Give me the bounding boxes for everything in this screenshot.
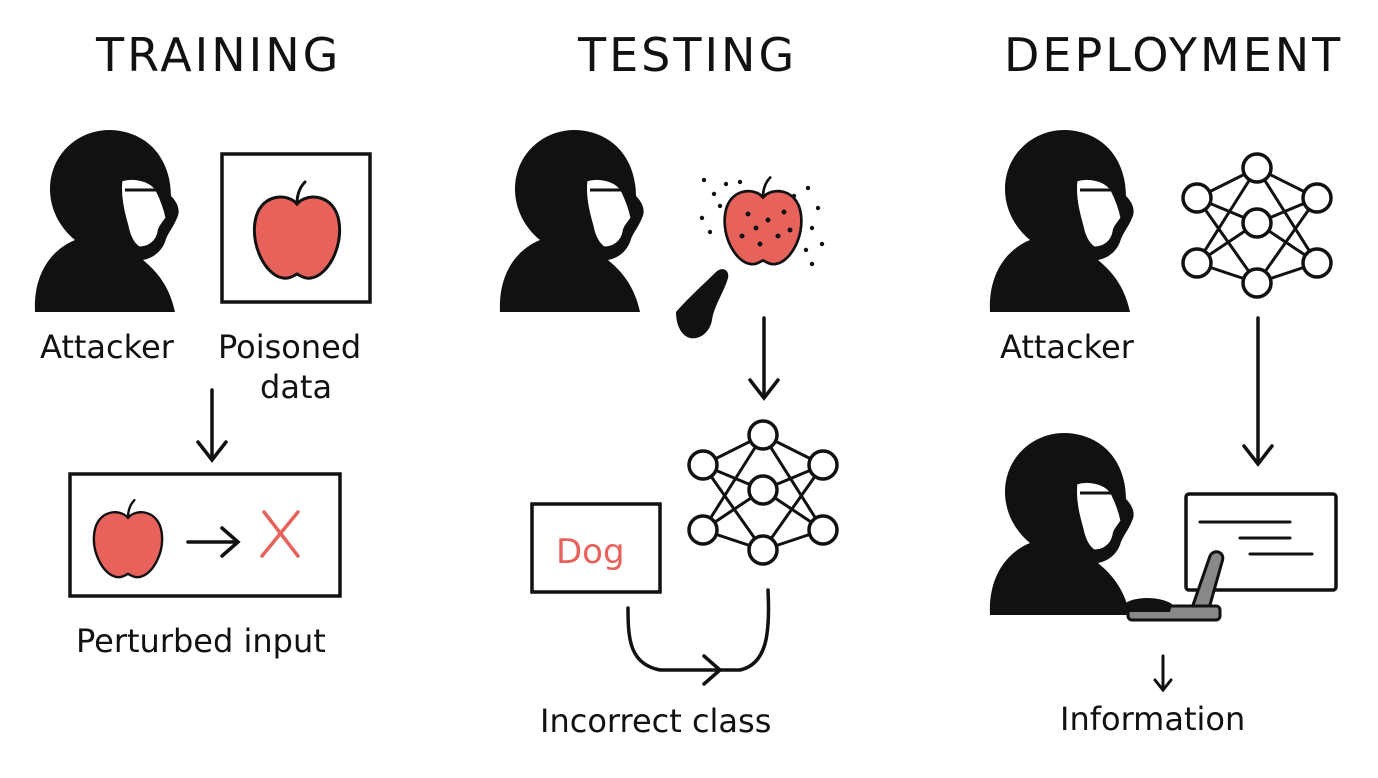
- testing-attacker-figure: [498, 128, 646, 314]
- noisy-apple-icon: [699, 176, 825, 267]
- testing-attacker-hand: [676, 269, 729, 339]
- deployment-down-arrow: [1242, 316, 1274, 467]
- heading-testing: TESTING: [578, 28, 798, 82]
- deployment-attacker-figure: [988, 128, 1136, 314]
- dog-output-box: [530, 502, 662, 594]
- poisoned-label-line1: Poisoned: [218, 328, 362, 366]
- stolen-document-panel: [1184, 492, 1338, 592]
- information-down-arrow: [1153, 654, 1173, 693]
- training-down-arrow: [196, 388, 228, 463]
- incorrect-class-label: Incorrect class: [540, 702, 772, 740]
- training-attacker-label: Attacker: [40, 328, 174, 366]
- deployment-neural-network-icon: [1181, 152, 1333, 299]
- training-poisoned-data-box: [220, 152, 372, 304]
- testing-neural-network-icon: [687, 419, 839, 566]
- testing-curved-arrow: [626, 588, 771, 686]
- heading-deployment: DEPLOYMENT: [1004, 28, 1344, 82]
- hacker-at-laptop-figure: [988, 431, 1338, 622]
- poisoned-label-line2: data: [260, 368, 333, 406]
- testing-down-arrow: [748, 316, 780, 401]
- information-label: Information: [1060, 700, 1246, 738]
- wrong-x-icon: [260, 510, 300, 558]
- heading-training: TRAINING: [96, 28, 342, 82]
- perturbed-input-label: Perturbed input: [76, 622, 326, 660]
- perturbed-input-box: [68, 472, 342, 598]
- deployment-attacker-label: Attacker: [1000, 328, 1134, 366]
- training-attacker-figure: [33, 128, 181, 314]
- dog-class-label: Dog: [556, 532, 625, 572]
- perturbed-right-arrow: [186, 526, 241, 558]
- laptop-icon: [1124, 550, 1225, 622]
